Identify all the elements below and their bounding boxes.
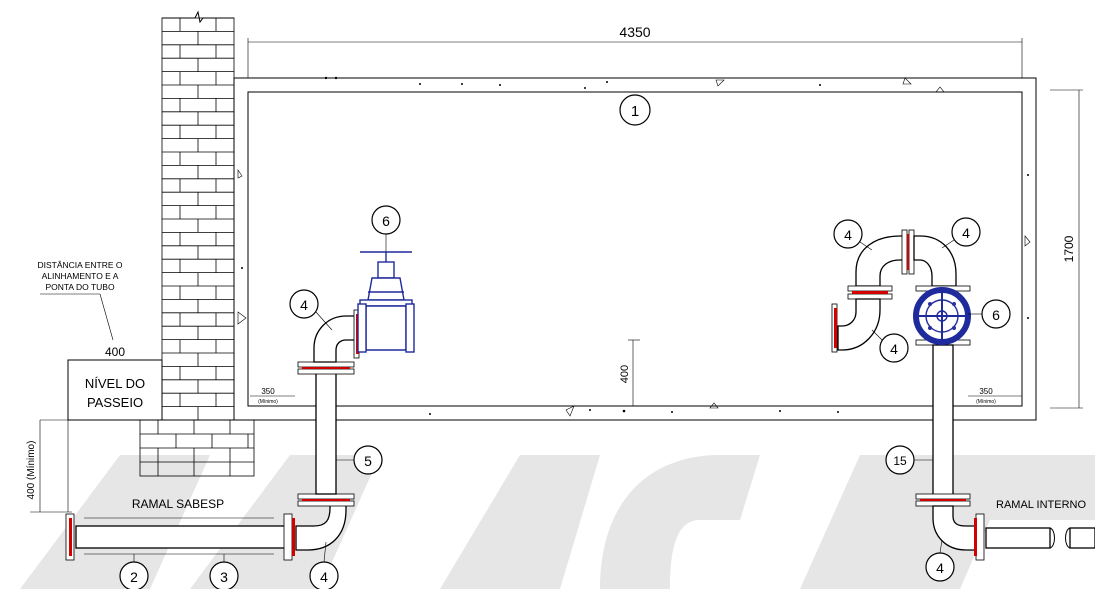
ramal-sabesp-pipe: RAMAL SABESP <box>65 497 295 561</box>
svg-text:RAMAL SABESP: RAMAL SABESP <box>132 497 224 511</box>
callout-6-right: 6 <box>992 307 1000 323</box>
svg-text:(Mínimo): (Mínimo) <box>976 399 996 405</box>
dimension-right: 1700 <box>1050 89 1083 409</box>
svg-text:PASSEIO: PASSEIO <box>87 395 143 410</box>
left-riser <box>295 309 360 551</box>
dimension-top: 4350 <box>247 24 1023 78</box>
callout-5: 5 <box>364 453 372 469</box>
callout-4-b: 4 <box>320 569 328 585</box>
callout-6-left: 6 <box>382 213 390 229</box>
dim-mid: 400 <box>619 339 640 406</box>
svg-text:(Mínimo): (Mínimo) <box>258 399 278 405</box>
callouts: 1 6 4 5 4 2 3 4 4 6 4 15 <box>119 94 1011 589</box>
callout-1: 1 <box>631 103 639 120</box>
callout-4-a: 4 <box>300 297 308 313</box>
dim-top-label: 4350 <box>619 24 650 40</box>
brick-wall <box>139 10 255 477</box>
svg-text:400 (Mínimo): 400 (Mínimo) <box>26 441 37 500</box>
dim-350-right: 350 (Mínimo) <box>968 387 1022 405</box>
dim-left-400: 400 <box>105 345 125 359</box>
callout-15: 15 <box>893 454 907 468</box>
svg-text:ALINHAMENTO E A: ALINHAMENTO E A <box>42 271 119 281</box>
dim-right-label: 1700 <box>1062 235 1076 262</box>
right-assembly: RAMAL INTERNO <box>831 229 1095 561</box>
butterfly-valve-right <box>913 287 971 345</box>
nivel-box: NÍVEL DO PASSEIO <box>67 359 163 421</box>
dim-350-left: 350 (Mínimo) <box>250 387 295 405</box>
svg-text:350: 350 <box>261 387 275 396</box>
callout-4-e: 4 <box>890 341 898 357</box>
svg-text:350: 350 <box>979 387 993 396</box>
callout-4-c: 4 <box>844 227 852 243</box>
dim-mid-label: 400 <box>619 365 631 383</box>
callout-2: 2 <box>130 569 138 585</box>
callout-4-f: 4 <box>936 560 944 576</box>
ramal-interno-label: RAMAL INTERNO <box>996 499 1086 511</box>
svg-text:NÍVEL DO: NÍVEL DO <box>85 376 145 391</box>
callout-3: 3 <box>220 569 228 585</box>
svg-text:DISTÂNCIA ENTRE O: DISTÂNCIA ENTRE O <box>37 260 122 270</box>
callout-4-d: 4 <box>962 225 970 241</box>
dim-left-vertical: 400 (Mínimo) <box>26 419 140 513</box>
gate-valve-left <box>357 251 415 353</box>
svg-text:PONTA DO TUBO: PONTA DO TUBO <box>45 282 115 292</box>
